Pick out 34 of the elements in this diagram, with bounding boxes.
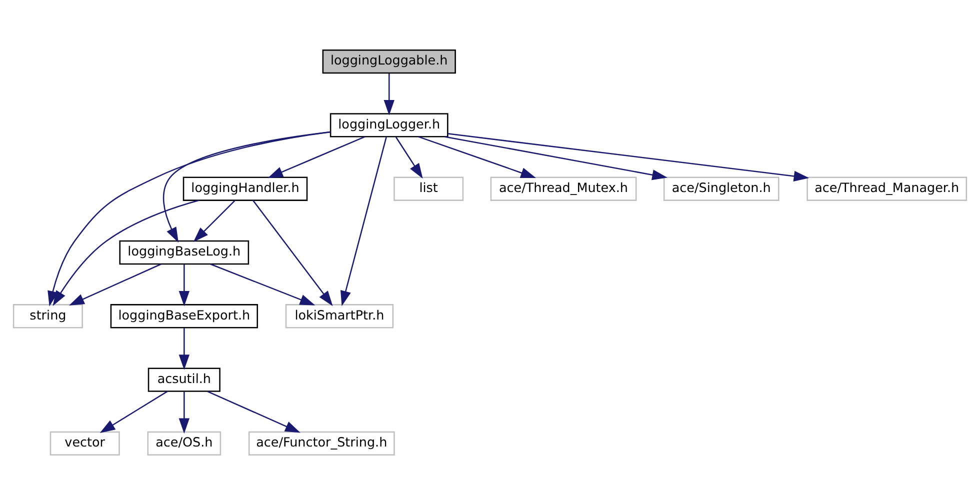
node-box: loggingLogger.h bbox=[330, 112, 448, 137]
arrow bbox=[207, 390, 300, 432]
arrow bbox=[178, 391, 190, 434]
node-box: vector bbox=[50, 430, 120, 456]
arrow bbox=[178, 264, 190, 306]
arrow bbox=[444, 136, 668, 180]
node-box: string bbox=[12, 304, 83, 328]
node-box: loggingBaseExport.h bbox=[110, 304, 258, 328]
node-box: ace/Thread_Mutex.h bbox=[490, 176, 637, 200]
arrow bbox=[384, 72, 394, 115]
arrow bbox=[178, 328, 190, 370]
node-box: ace/Functor_String.h bbox=[248, 430, 395, 456]
arrow bbox=[418, 136, 536, 178]
arrow bbox=[268, 136, 366, 178]
node-box: lokiSmartPtr.h bbox=[285, 304, 394, 328]
arrow bbox=[448, 132, 810, 181]
node-box: ace/Singleton.h bbox=[663, 176, 780, 200]
node-box: loggingLoggable.h bbox=[322, 48, 456, 74]
node-box: loggingHandler.h bbox=[182, 176, 308, 200]
arrow bbox=[100, 390, 168, 432]
arrow bbox=[48, 130, 330, 306]
arrow bbox=[52, 199, 199, 306]
arrow bbox=[68, 263, 162, 305]
node-box: acsutil.h bbox=[148, 367, 220, 392]
arrow bbox=[340, 136, 387, 306]
arrow bbox=[162, 130, 330, 242]
arrow bbox=[193, 200, 236, 242]
node-box: ace/OS.h bbox=[147, 430, 222, 456]
node-box: loggingBaseLog.h bbox=[119, 240, 250, 264]
arrow bbox=[210, 262, 316, 305]
node-box: list bbox=[394, 176, 464, 200]
node-box: ace/Thread_Manager.h bbox=[806, 176, 968, 200]
arrow bbox=[395, 136, 423, 178]
arrow bbox=[252, 199, 333, 306]
